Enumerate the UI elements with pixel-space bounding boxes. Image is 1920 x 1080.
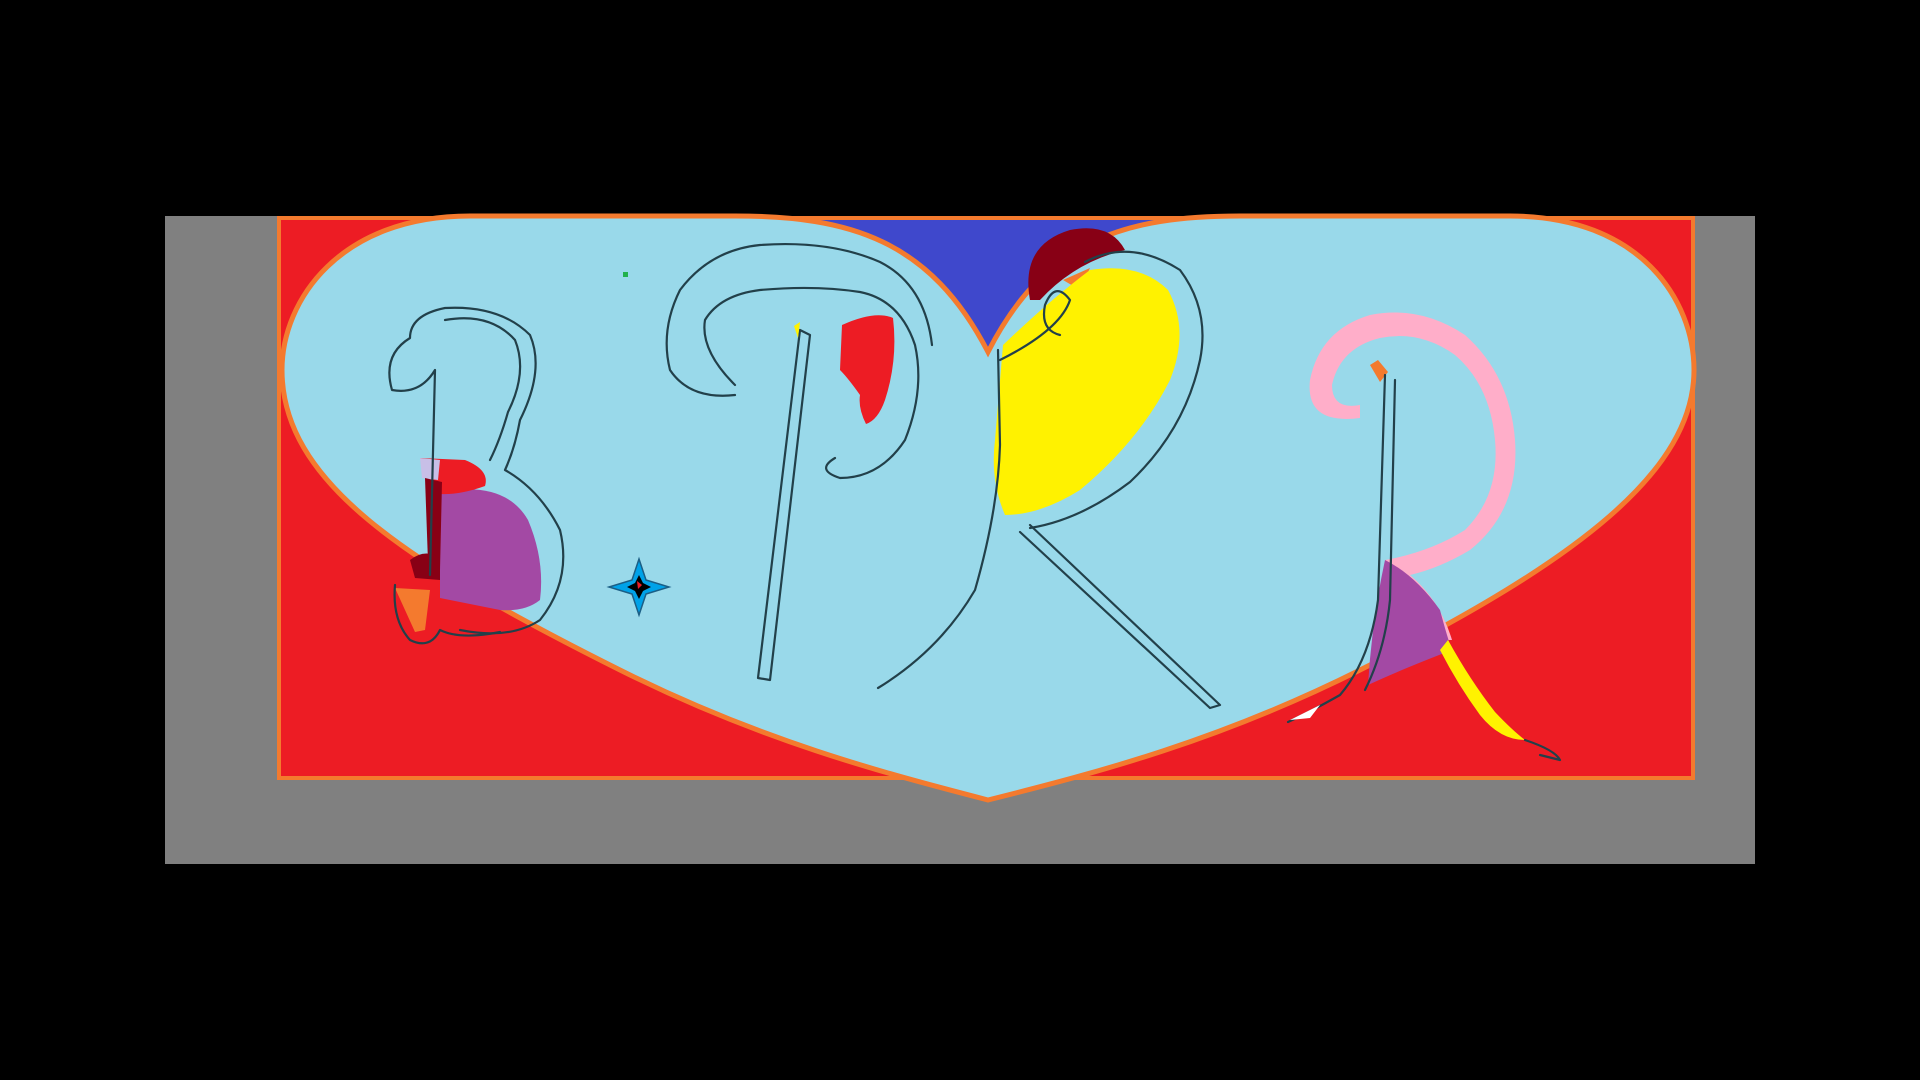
k-upper-curve [1028, 250, 1204, 530]
b-purple-fill [440, 489, 542, 611]
letter-k [876, 228, 1222, 710]
k-stem-outline [876, 348, 1002, 690]
p-stem-outline [756, 328, 812, 682]
k-arm-outline [998, 290, 1072, 362]
b-outline [388, 306, 565, 635]
four-point-star-cursor-icon [606, 556, 672, 618]
b-darkred-blob [410, 553, 440, 580]
k-leg-outline [1018, 523, 1222, 710]
p-red-fill [840, 315, 895, 424]
letter-r [1286, 312, 1562, 762]
k-yellow-fill [993, 268, 1180, 515]
r-stem-right [1363, 378, 1397, 692]
r-purple-fill [1368, 560, 1452, 685]
p-loop-outline [665, 242, 934, 397]
b-lower-outline [393, 583, 502, 645]
letter-b [388, 306, 565, 645]
b-inner-outline [443, 317, 522, 462]
letter-p [665, 242, 934, 682]
r-orange-tip [1370, 360, 1388, 382]
r-tail-outline [1523, 738, 1562, 762]
b-lavender-fill [420, 458, 440, 480]
green-dot [623, 272, 628, 277]
b-darkred-fill [425, 478, 442, 570]
p-bowl-outline [703, 286, 920, 480]
r-pink-ribbon [1309, 312, 1516, 640]
r-foot-white [1290, 705, 1320, 720]
b-orange-fill [395, 588, 430, 632]
k-darkred-fill [1028, 228, 1125, 300]
k-orange-fill [1063, 268, 1090, 290]
p-yellow-speck [794, 322, 800, 338]
r-yellow-fill [1440, 640, 1525, 740]
